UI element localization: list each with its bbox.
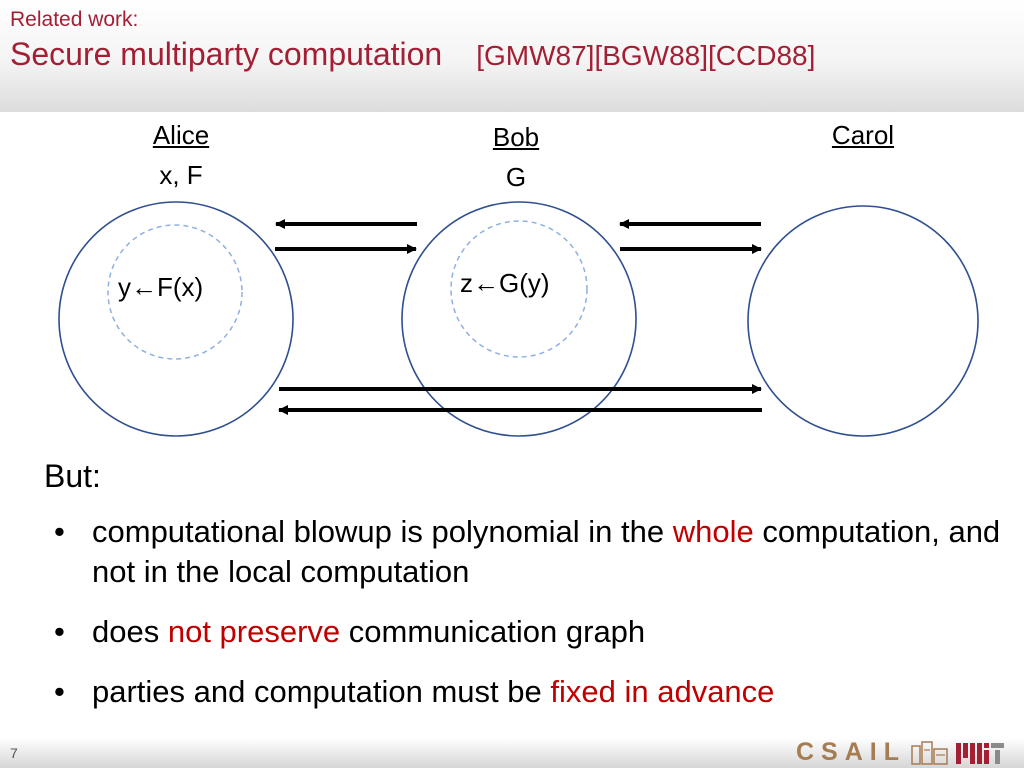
- slide-title: Secure multiparty computation [GMW87][BGW…: [10, 36, 815, 73]
- stata-building-icon: [911, 740, 949, 765]
- highlight-text: whole: [672, 514, 754, 549]
- citation: [GMW87][BGW88][CCD88]: [476, 40, 816, 71]
- bullet-item: • parties and computation must be fixed …: [54, 672, 1004, 712]
- csail-logo-text: CSAIL: [796, 738, 906, 766]
- title-text: Secure multiparty computation: [10, 36, 443, 72]
- highlight-text: fixed in advance: [550, 674, 775, 709]
- page-number: 7: [10, 745, 18, 761]
- csail-logo: CSAIL: [796, 738, 1017, 766]
- bullet-dot: •: [54, 514, 65, 549]
- slide-subtitle: Related work:: [10, 8, 139, 31]
- bullet-dot: •: [54, 674, 65, 709]
- bullet-list: • computational blowup is polynomial in …: [54, 512, 1004, 732]
- carol-circle: [747, 205, 979, 437]
- bob-computation: z←G(y): [460, 268, 550, 298]
- alice-computation: y←F(x): [118, 272, 204, 302]
- bob-circle: [401, 201, 637, 437]
- slide-header: [0, 0, 1024, 112]
- party-name-bob: Bob: [492, 122, 540, 152]
- bullet-item: • computational blowup is polynomial in …: [54, 514, 1001, 589]
- party-input-alice: x, F: [159, 160, 203, 190]
- but-heading: But:: [44, 458, 101, 494]
- alice-local-computation-circle: [107, 224, 243, 360]
- party-input-bob: G: [505, 162, 527, 192]
- bullet-dot: •: [54, 614, 65, 649]
- slide-footer: [0, 738, 1024, 768]
- mit-logo-icon: [955, 742, 1004, 764]
- bob-local-computation-circle: [450, 220, 588, 358]
- bullet-item: • does not preserve communication graph: [54, 612, 1004, 652]
- highlight-text: not preserve: [167, 614, 341, 649]
- alice-circle: [58, 201, 294, 437]
- party-name-alice: Alice: [152, 120, 210, 150]
- communication-diagram: [58, 201, 979, 437]
- party-name-carol: Carol: [831, 120, 895, 150]
